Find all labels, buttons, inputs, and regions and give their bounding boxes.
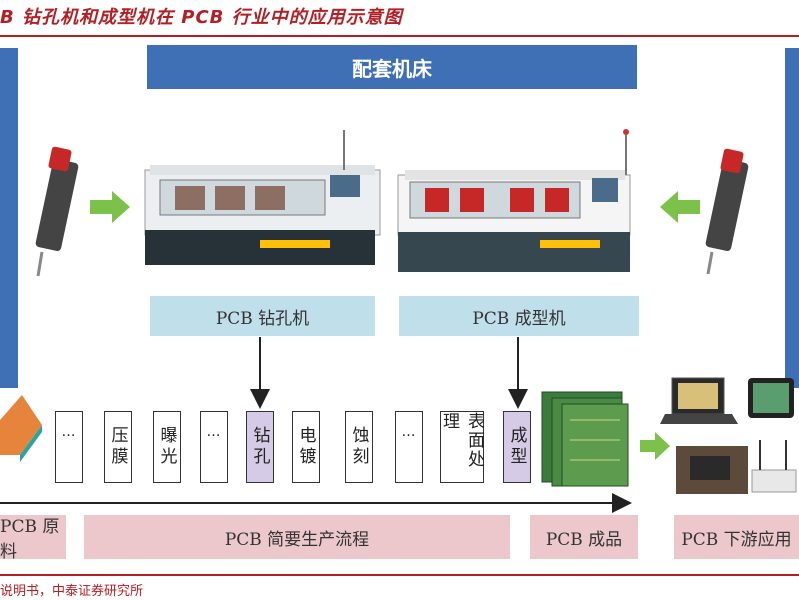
spindle-left-icon <box>35 146 79 277</box>
stage-downstream-applications: PCB 下游应用 <box>674 515 799 559</box>
router-machine-label: PCB 成型机 <box>399 296 639 336</box>
process-step-drilling: 钻孔 <box>246 411 274 483</box>
left-side-panel <box>0 48 18 388</box>
drilling-machine-icon <box>144 130 381 265</box>
right-side-panel <box>785 48 799 388</box>
title-divider <box>0 35 799 37</box>
machine-tools-header: 配套机床 <box>147 45 637 89</box>
process-step-ellipsis: … <box>395 411 423 483</box>
laptop-icon <box>660 377 738 424</box>
routing-machine-icon <box>397 129 631 272</box>
process-step-exposure: 曝光 <box>153 411 181 483</box>
process-step-lamination: 压膜 <box>104 411 132 483</box>
spindle-right-icon <box>705 148 749 275</box>
stage-finished-product: PCB 成品 <box>530 515 638 559</box>
router-device-icon <box>751 440 797 493</box>
stage-production-process: PCB 简要生产流程 <box>84 515 510 559</box>
source-note: 说明书，中泰证券研究所 <box>0 584 144 599</box>
process-step-surface-finish: 表面处理 <box>439 411 484 483</box>
finished-pcb-icon <box>541 391 629 487</box>
green-arrow-left <box>660 191 700 223</box>
tablet-icon <box>748 378 794 418</box>
process-step-ellipsis: … <box>200 411 228 483</box>
car-dashboard-icon <box>676 446 748 494</box>
process-step-ellipsis: … <box>55 411 83 483</box>
raw-material-board-icon <box>0 395 42 462</box>
process-step-routing: 成型 <box>503 411 531 483</box>
drill-machine-label: PCB 钻孔机 <box>150 296 375 336</box>
green-arrow-applications <box>640 432 670 460</box>
footer-divider <box>0 574 799 576</box>
stage-raw-material: PCB 原料 <box>0 515 66 562</box>
figure-title: B 钻孔机和成型机在 PCB 行业中的应用示意图 <box>0 7 403 28</box>
process-step-plating: 电镀 <box>292 411 320 483</box>
green-arrow-right <box>90 191 130 223</box>
process-step-etching: 蚀刻 <box>345 411 373 483</box>
